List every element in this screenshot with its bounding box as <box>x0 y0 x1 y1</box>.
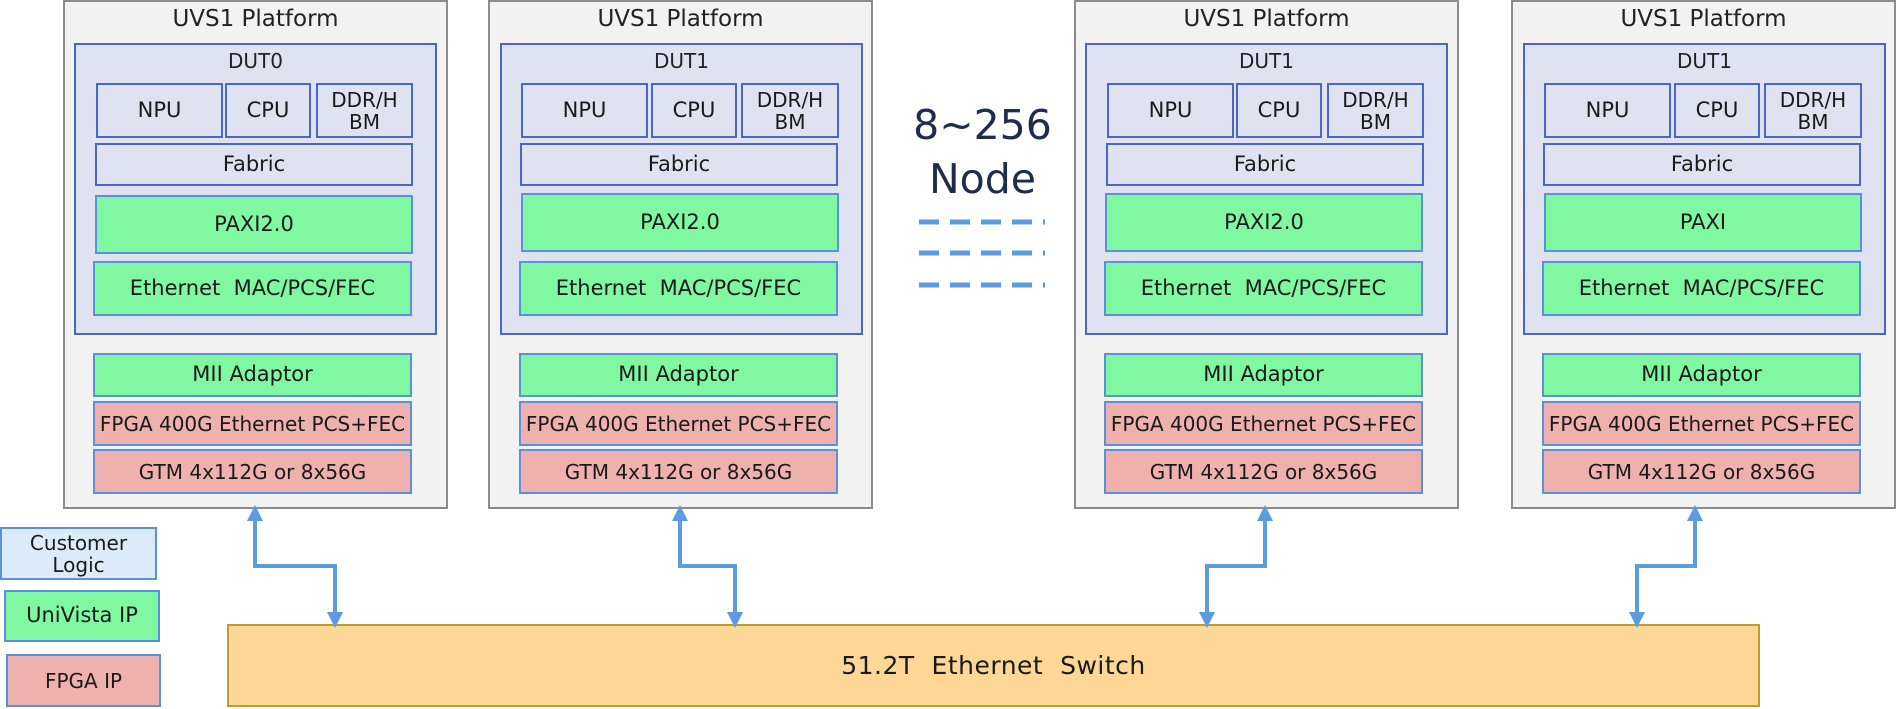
dut-title: DUT1 <box>654 49 709 73</box>
paxi-block: PAXI2.0 <box>1105 193 1423 252</box>
mii-adaptor-block: MII Adaptor <box>1542 353 1861 397</box>
cpu-block: CPU <box>651 83 737 138</box>
fpga-pcs-fec-block: FPGA 400G Ethernet PCS+FEC <box>519 401 838 446</box>
gtm-block: GTM 4x112G or 8x56G <box>519 449 838 494</box>
npu-block: NPU <box>1544 83 1671 138</box>
dut-title: DUT1 <box>1239 49 1294 73</box>
ddr-hbm-block: DDR/H BM <box>316 83 413 138</box>
fabric-block: Fabric <box>520 143 838 186</box>
ethernet-mac-block: Ethernet MAC/PCS/FEC <box>93 261 412 316</box>
paxi-block: PAXI <box>1544 193 1862 252</box>
npu-block: NPU <box>521 83 648 138</box>
node-count-range: 8~256 <box>913 101 1052 149</box>
cpu-block: CPU <box>1674 83 1760 138</box>
mii-adaptor-block: MII Adaptor <box>519 353 838 397</box>
gtm-block: GTM 4x112G or 8x56G <box>1104 449 1423 494</box>
ethernet-switch: 51.2T Ethernet Switch <box>227 624 1760 707</box>
node-count-unit: Node <box>928 155 1036 203</box>
ethernet-mac-block: Ethernet MAC/PCS/FEC <box>1104 261 1423 316</box>
platform-title: UVS1 Platform <box>1620 6 1787 32</box>
node-count-label: 8~256 Node <box>900 98 1065 206</box>
fabric-block: Fabric <box>95 143 413 186</box>
legend-fpga-ip: FPGA IP <box>6 654 161 707</box>
ethernet-mac-block: Ethernet MAC/PCS/FEC <box>1542 261 1861 316</box>
cpu-block: CPU <box>1236 83 1322 138</box>
ethernet-mac-block: Ethernet MAC/PCS/FEC <box>519 261 838 316</box>
link-arrow-1 <box>672 505 743 628</box>
gtm-block: GTM 4x112G or 8x56G <box>93 449 412 494</box>
ddr-hbm-block: DDR/H BM <box>741 83 839 138</box>
fpga-pcs-fec-block: FPGA 400G Ethernet PCS+FEC <box>1104 401 1423 446</box>
platform-title: UVS1 Platform <box>597 6 764 32</box>
cpu-block: CPU <box>225 83 311 138</box>
mii-adaptor-block: MII Adaptor <box>1104 353 1423 397</box>
paxi-block: PAXI2.0 <box>95 195 413 254</box>
ddr-hbm-block: DDR/H BM <box>1764 83 1862 138</box>
mii-adaptor-block: MII Adaptor <box>93 353 412 397</box>
dut-title: DUT1 <box>1677 49 1732 73</box>
paxi-block: PAXI2.0 <box>521 193 839 252</box>
legend-customer-logic: Customer Logic <box>0 527 157 580</box>
gtm-block: GTM 4x112G or 8x56G <box>1542 449 1861 494</box>
dut-title: DUT0 <box>228 49 283 73</box>
platform-title: UVS1 Platform <box>1183 6 1350 32</box>
fpga-pcs-fec-block: FPGA 400G Ethernet PCS+FEC <box>1542 401 1861 446</box>
link-arrow-0 <box>247 505 343 628</box>
link-arrow-3 <box>1629 505 1703 628</box>
legend-univista-ip: UniVista IP <box>4 590 160 642</box>
fabric-block: Fabric <box>1543 143 1861 186</box>
fpga-pcs-fec-block: FPGA 400G Ethernet PCS+FEC <box>93 401 412 446</box>
npu-block: NPU <box>96 83 223 138</box>
npu-block: NPU <box>1107 83 1234 138</box>
platform-title: UVS1 Platform <box>172 6 339 32</box>
link-arrow-2 <box>1199 505 1273 628</box>
ddr-hbm-block: DDR/H BM <box>1327 83 1424 138</box>
fabric-block: Fabric <box>1106 143 1424 186</box>
